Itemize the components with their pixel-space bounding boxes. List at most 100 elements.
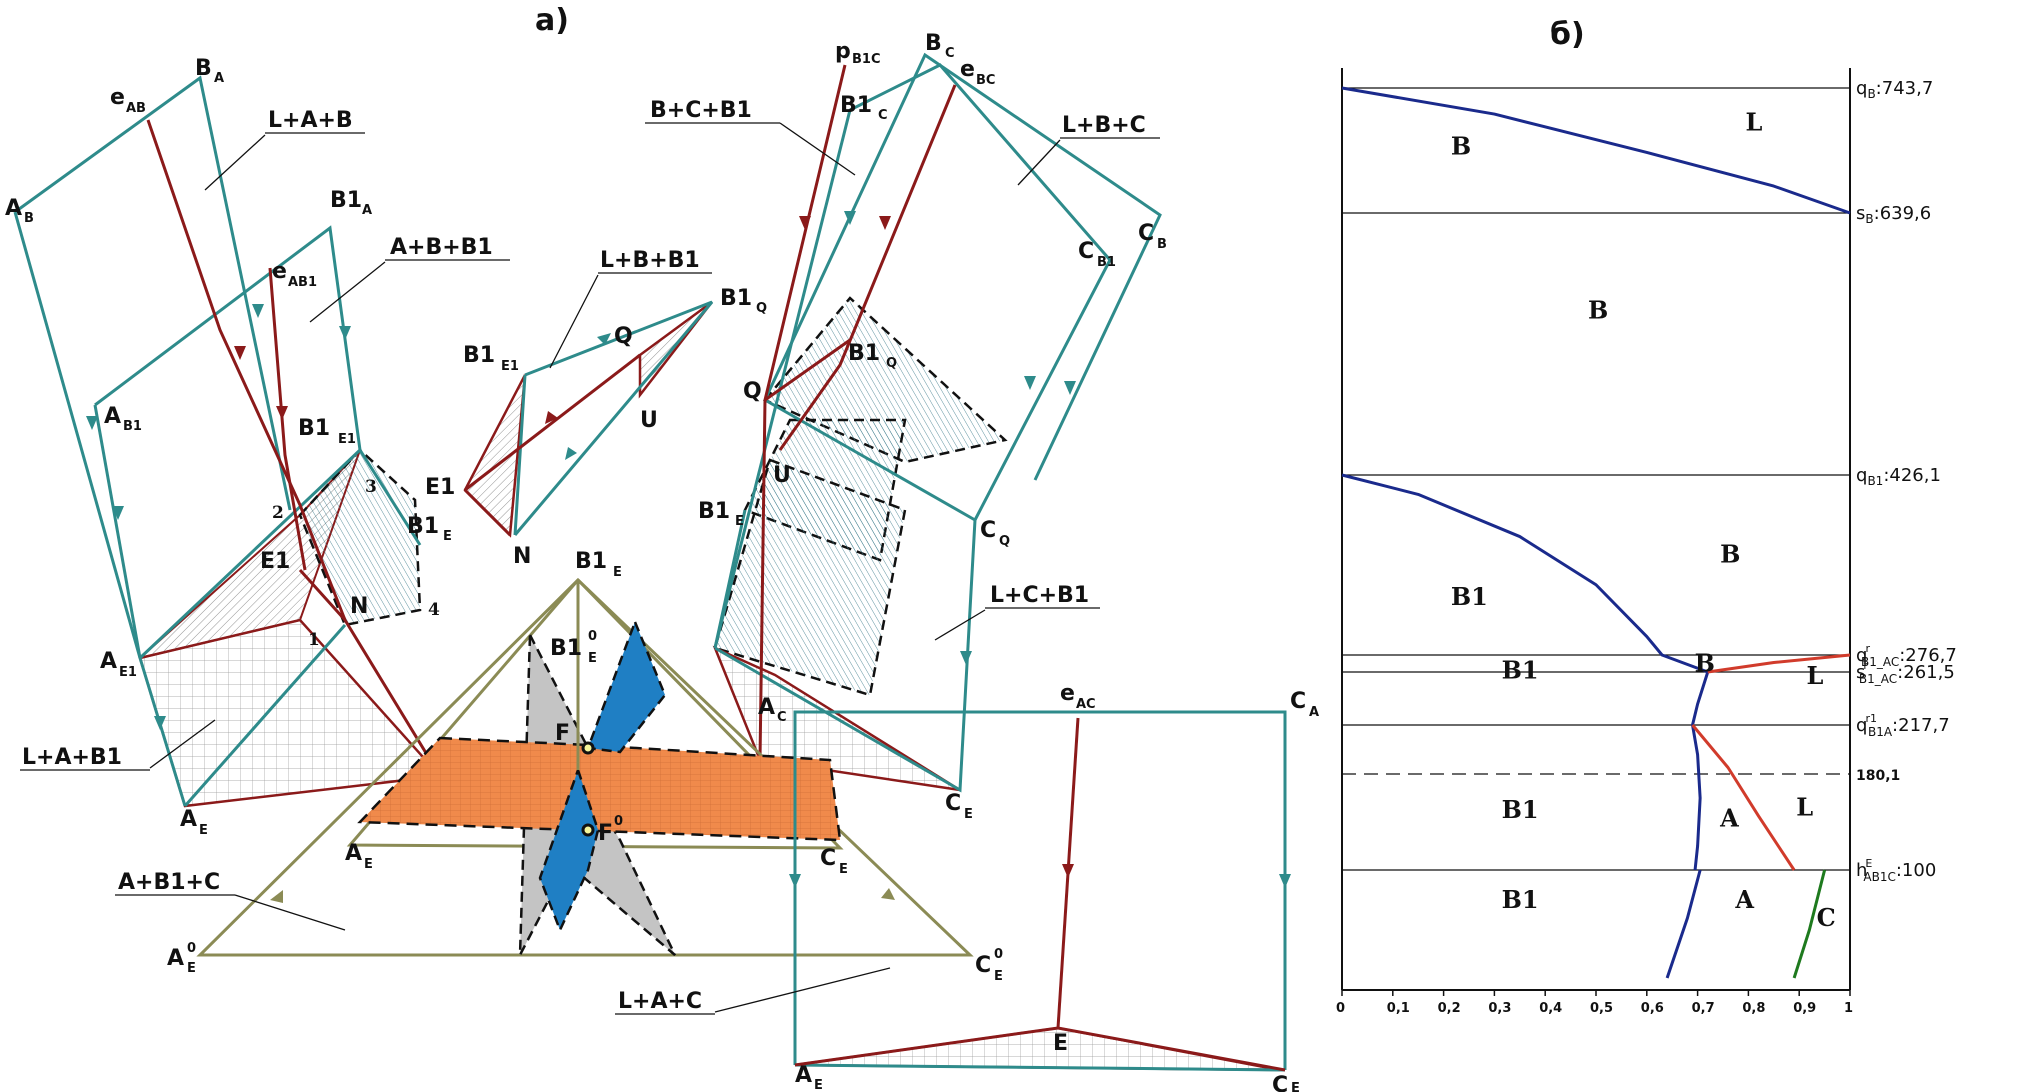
phase-curve	[1341, 86, 1851, 215]
x-tick-label: 0,4	[1539, 1001, 1562, 1016]
right-arrow-3	[844, 211, 856, 225]
region-a-b1-c: A+B1+C	[118, 870, 220, 895]
right-line-ebc	[778, 84, 957, 451]
pt-AE-left: A	[180, 807, 197, 832]
region-a-b-b1: A+B+B1	[390, 235, 493, 260]
pt-CA-sub: A	[1309, 705, 1319, 720]
left-edge-b1e	[358, 449, 422, 546]
bottom-surface-gray	[794, 1026, 1281, 1072]
pt-B1C: B1	[840, 93, 872, 118]
pt-F: F	[555, 721, 570, 746]
left-edge-ae1	[138, 448, 362, 660]
pt-F0: F	[598, 821, 613, 846]
central-point-labels: B1 E B1 0 E F F 0 A E C E A 0 E C 0 E	[167, 549, 1003, 984]
pt-AC: A	[758, 695, 775, 720]
leader-l-a-b	[204, 134, 266, 191]
phase-region-label: A	[1734, 885, 1754, 914]
reference-label: qB1:426,1	[1856, 465, 1941, 488]
phase-region-label: L	[1796, 793, 1813, 822]
left-line-e1n	[298, 568, 347, 622]
right-edge-ce	[714, 519, 977, 793]
left-arrow-4	[112, 506, 124, 520]
bottom-point-labels: e AC C A A E C E E	[795, 681, 1319, 1092]
left-arrow-6	[252, 304, 264, 318]
x-tick-label: 0,7	[1692, 1001, 1715, 1016]
region-l-c-b1: L+C+B1	[990, 583, 1089, 608]
middle-prism	[463, 300, 714, 538]
phase-curve	[1707, 653, 1851, 674]
title-b: б)	[1550, 17, 1585, 52]
bottom-frame	[793, 710, 1287, 1070]
pt-AE-bottom-sub: E	[814, 1078, 823, 1092]
pt-pB1C-sub: B1C	[852, 52, 881, 67]
pt-AB1-sub: B1	[123, 419, 142, 434]
central-triangle	[196, 577, 974, 957]
region-l-a-b1: L+A+B1	[22, 745, 122, 770]
pt-B1E-left: B1	[407, 514, 439, 539]
bottom-arrow-2	[789, 874, 801, 888]
mid-arrow-3	[565, 447, 577, 460]
pt-eAB1-sub: AB1	[288, 275, 317, 290]
right-frame-1	[763, 52, 1162, 481]
pt-U-right: U	[773, 463, 791, 488]
x-tick-label: 0,3	[1488, 1001, 1511, 1016]
bottom-arrow-3	[1279, 874, 1291, 888]
point-F-marker	[581, 741, 595, 755]
pt-B1E-left-sub: E	[443, 529, 452, 544]
leader-l-c-b1	[934, 609, 986, 641]
pt-CE0-sub: E	[994, 969, 1003, 984]
pt-N-mid: N	[513, 544, 531, 569]
phase-region-label: B1	[1502, 885, 1539, 914]
phase-curve	[1691, 671, 1710, 871]
pt-AE-left-sub: E	[199, 823, 208, 838]
pt-AE-center: A	[345, 841, 362, 866]
pt-eBC-sub: BC	[976, 73, 995, 88]
pt-AC-sub: C	[777, 710, 787, 725]
pt-F0-sup: 0	[614, 814, 623, 829]
right-arrow-6	[960, 651, 972, 665]
pt-B1E1-mid-sub: E1	[501, 359, 519, 374]
pt-B1E1: B1	[298, 416, 330, 441]
left-arrow-7	[339, 326, 351, 340]
leader-l-a-c	[714, 967, 891, 1013]
leader-l-a-b1	[149, 719, 216, 769]
pt-B1E1-sub: E1	[338, 432, 356, 447]
title-a: a)	[535, 3, 569, 38]
bottom-frame-base	[794, 1063, 1286, 1072]
pt-BA: B	[195, 56, 212, 81]
bottom-arrow-1	[1062, 864, 1074, 878]
bottom-lines-e	[794, 1026, 1286, 1072]
pt-B1E1-mid: B1	[463, 343, 495, 368]
pt-E-bottom: E	[1053, 1031, 1068, 1056]
reference-label: sB:639,6	[1856, 203, 1931, 226]
pt-AE0: A	[167, 946, 184, 971]
pt-B1E-right-sub: E	[735, 514, 744, 529]
right-arrow-4	[1064, 381, 1076, 395]
phase-curve	[1792, 869, 1827, 979]
x-tick-label: 0,1	[1387, 1001, 1410, 1016]
mid-edge-teal-2	[513, 374, 527, 536]
reference-label: qB:743,7	[1856, 78, 1933, 101]
pt-num-2: 2	[272, 503, 284, 523]
phase-region-label: B	[1695, 649, 1715, 678]
pt-AE1-sub: E1	[119, 665, 137, 680]
region-label-text: L+A+B A+B+B1 L+B+B1 B+C+B1 L+B+C L+C+B1 …	[22, 98, 1146, 1014]
left-edge-ab1	[93, 404, 142, 659]
left-line-eab1	[268, 267, 307, 571]
pt-B1E-center-sub: E	[613, 565, 622, 580]
left-line-eab	[146, 119, 442, 777]
right-point-labels: p B1C B C e BC B1 C C B C B1 B1 Q Q U B1…	[698, 31, 1167, 822]
pt-CQ: C	[980, 518, 996, 543]
pt-CQ-sub: Q	[999, 534, 1010, 549]
pt-CB1: C	[1078, 239, 1094, 264]
pt-B1C-sub: C	[878, 108, 888, 123]
pt-Q-right: Q	[743, 379, 762, 404]
pt-CA: C	[1290, 689, 1306, 714]
pt-CE0: C	[975, 953, 991, 978]
phase-region-label: A	[1719, 803, 1739, 832]
pt-CE-right-sub: E	[964, 807, 973, 822]
pt-eAB: e	[110, 85, 125, 110]
right-prism	[712, 52, 1162, 793]
